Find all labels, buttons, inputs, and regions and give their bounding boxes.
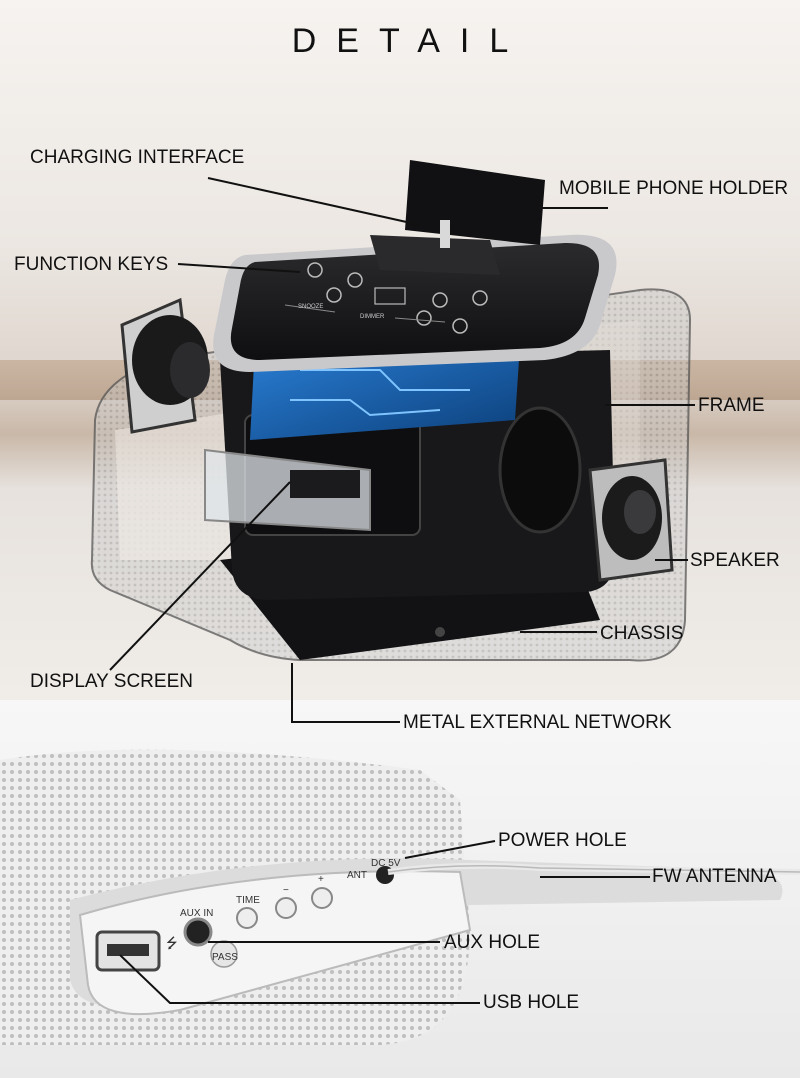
label-speaker: SPEAKER: [690, 550, 780, 571]
right-speaker: [588, 458, 674, 582]
snooze-marking: SNOOZE: [298, 304, 323, 310]
label-fw-antenna: FW ANTENNA: [652, 866, 777, 887]
top-panel: [213, 234, 617, 372]
label-charging-interface: CHARGING INTERFACE: [30, 147, 245, 168]
page-title: DETAIL: [291, 22, 529, 60]
label-display-screen: DISPLAY SCREEN: [30, 671, 193, 692]
pass-marking: PASS: [212, 952, 238, 963]
display-screen: [204, 448, 371, 532]
usb-symbol: ⭍: [166, 935, 178, 951]
ant-marking: ANT: [347, 870, 367, 881]
aux-in-marking: AUX IN: [180, 908, 213, 919]
dc5v-marking: DC 5V: [371, 858, 401, 869]
label-metal-external-network: METAL EXTERNAL NETWORK: [403, 712, 672, 733]
mobile-phone-holder: [370, 160, 545, 275]
time-marking: TIME: [236, 895, 260, 906]
label-usb-hole: USB HOLE: [483, 992, 580, 1013]
dimmer-marking: DIMMER: [360, 314, 385, 320]
left-speaker: [120, 297, 210, 434]
label-mobile-phone-holder: MOBILE PHONE HOLDER: [559, 178, 789, 199]
leader-lines: [109, 177, 695, 1004]
label-frame: FRAME: [698, 395, 765, 416]
label-aux-hole: AUX HOLE: [444, 932, 541, 953]
closeup-device: [0, 749, 800, 1045]
label-chassis: CHASSIS: [600, 623, 684, 644]
plus-marking: +: [318, 874, 324, 885]
label-function-keys: FUNCTION KEYS: [14, 254, 169, 275]
label-power-hole: POWER HOLE: [498, 830, 627, 851]
minus-marking: −: [283, 885, 289, 896]
